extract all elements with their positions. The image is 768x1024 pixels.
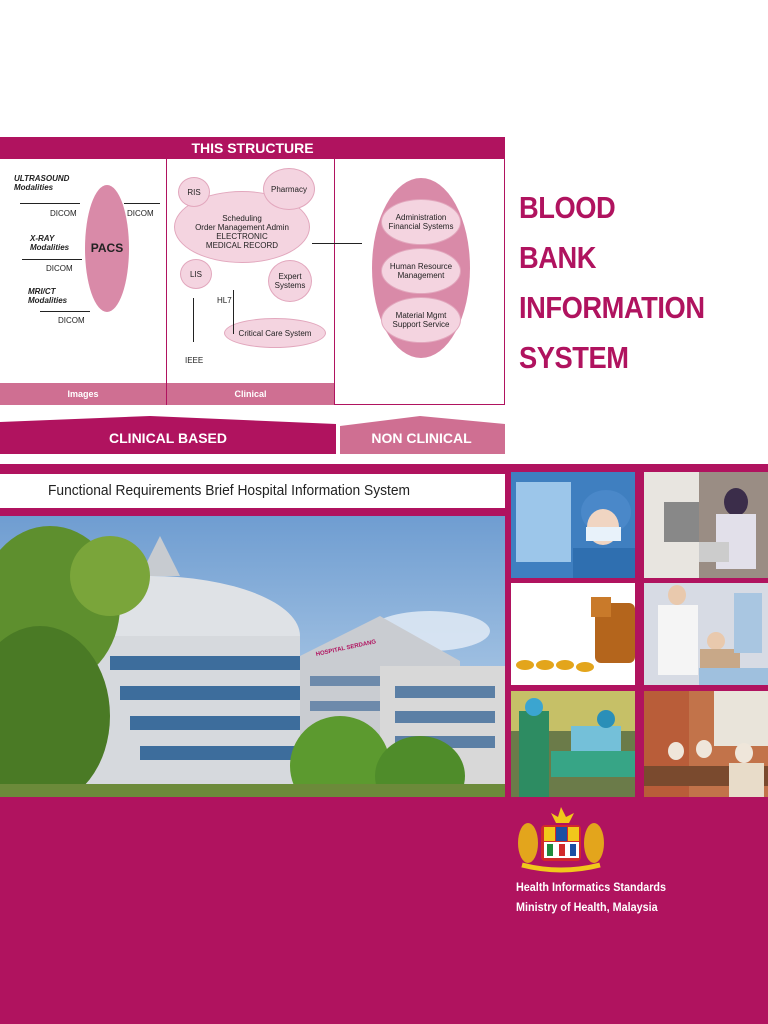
clinical-tab: Clinical xyxy=(167,383,334,405)
title-line-2: BANK xyxy=(519,240,597,275)
critical-care-node: Critical Care System xyxy=(224,318,326,348)
expert-systems-node: Expert Systems xyxy=(268,260,312,302)
dicom-label: DICOM xyxy=(127,209,154,218)
arrow xyxy=(124,203,160,204)
title-line-3: INFORMATION xyxy=(519,290,705,325)
photo-medicine-bottle xyxy=(511,583,635,685)
pacs-label: PACS xyxy=(90,241,124,255)
arrow-down xyxy=(233,290,234,334)
non-clinical-band: NON CLINICAL xyxy=(371,430,472,446)
clinical-based-band: CLINICAL BASED xyxy=(109,430,227,446)
dicom-label: DICOM xyxy=(50,209,77,218)
arrow xyxy=(40,311,90,312)
pacs-node xyxy=(85,185,129,312)
hl7-label: HL7 xyxy=(217,296,232,305)
structure-header: THIS STRUCTURE xyxy=(0,137,505,159)
arrow xyxy=(20,203,80,204)
footer-org-line2: Ministry of Health, Malaysia xyxy=(516,900,658,914)
images-tab: Images xyxy=(0,383,166,405)
arrow xyxy=(22,259,82,260)
title-line-1: BLOOD xyxy=(519,190,616,225)
photo-surgery xyxy=(511,691,635,797)
material-mgmt-node: Material Mgmt Support Service xyxy=(381,297,461,343)
panel-divider xyxy=(166,159,167,405)
panel-divider xyxy=(334,159,335,405)
dicom-label: DICOM xyxy=(46,264,73,273)
title-line-4: SYSTEM xyxy=(519,340,629,375)
arrow-down xyxy=(193,298,194,342)
dicom-label: DICOM xyxy=(58,316,85,325)
ieee-label: IEEE xyxy=(185,356,204,365)
photo-lab-worker xyxy=(644,472,768,578)
footer-org-line1: Health Informatics Standards xyxy=(516,880,667,894)
pharmacy-node: Pharmacy xyxy=(263,168,315,210)
ris-node: RIS xyxy=(178,177,210,207)
subtitle: Functional Requirements Brief Hospital I… xyxy=(48,482,411,499)
connector-arrow xyxy=(312,243,362,244)
hospital-photo xyxy=(0,516,505,797)
photo-doctor-patient xyxy=(644,583,768,685)
band-shape xyxy=(0,416,505,454)
hr-node: Human Resource Management xyxy=(381,248,461,294)
admin-financial-node: Administration Financial Systems xyxy=(381,199,461,245)
photo-meeting xyxy=(644,691,768,797)
lis-node: LIS xyxy=(180,259,212,289)
photo-surgeon-xray xyxy=(511,472,635,578)
malaysia-coat-of-arms-logo xyxy=(518,807,604,873)
subtitle-strip xyxy=(0,474,505,508)
